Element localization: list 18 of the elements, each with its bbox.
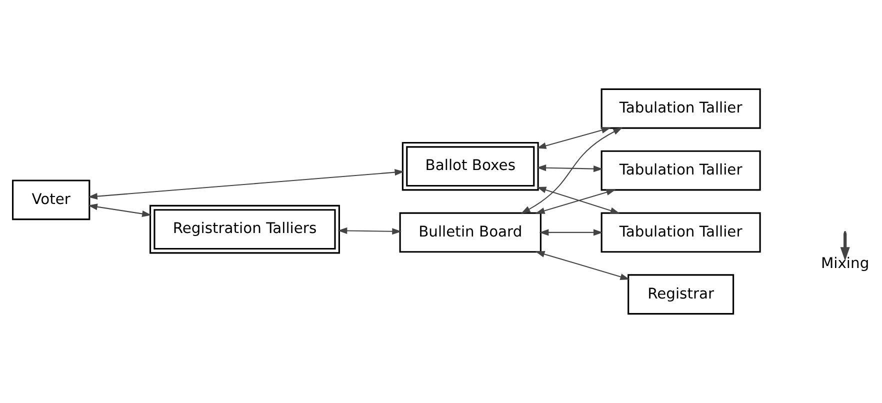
node-box: Tabulation Tallier [600,212,761,253]
node-box: Registration Talliers [149,204,340,254]
arrow [88,169,404,200]
arrow [539,229,603,236]
node-box: Ballot Boxes [402,142,539,191]
arrow [338,227,402,235]
node-box: Voter [12,180,90,220]
arrow [535,250,630,280]
node-text: Mixing [820,254,870,272]
arrow [88,204,152,218]
arrow [536,127,611,149]
arrow [840,233,850,261]
arrow [520,127,623,214]
node-box: Tabulation Tallier [600,88,761,129]
node-box: Bulletin Board [399,212,542,253]
node-box: Registrar [628,274,734,315]
node-box: Tabulation Tallier [600,150,761,191]
arrow [536,164,603,172]
